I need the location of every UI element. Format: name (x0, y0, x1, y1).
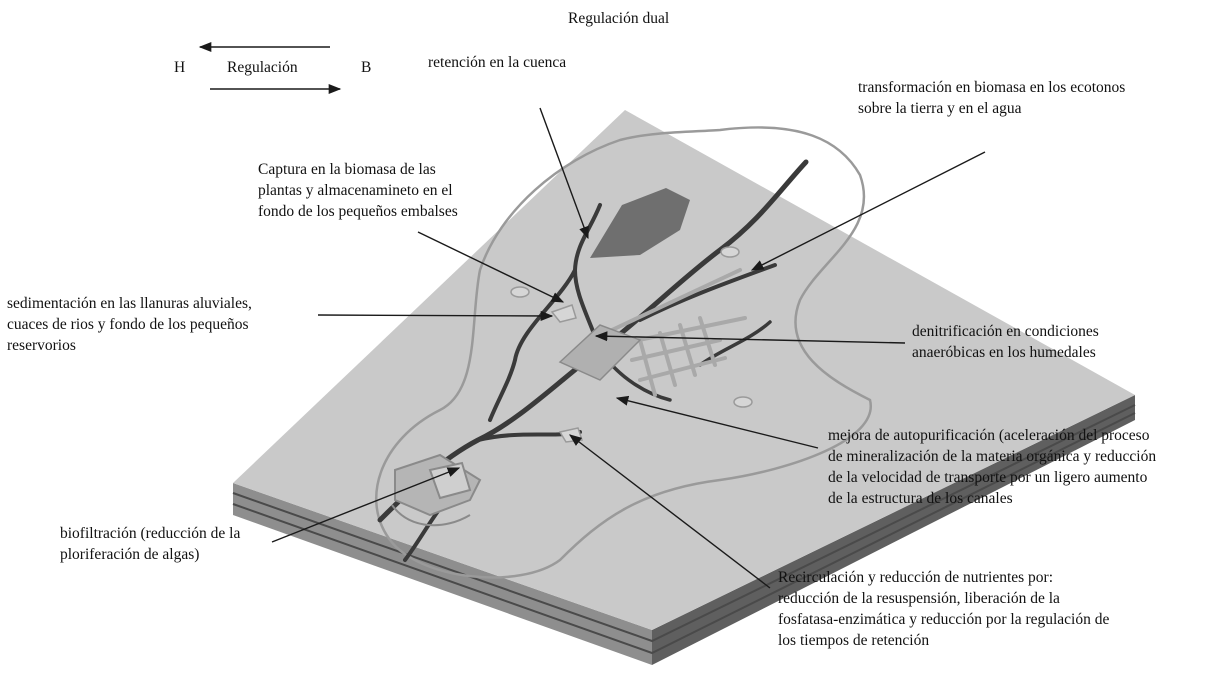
label-retencion: retención en la cuenca (428, 54, 567, 71)
river-branch (698, 320, 772, 367)
channel-line (610, 268, 742, 332)
label-denitrificacion: denitrificación en condiciones anaeróbic… (912, 323, 1099, 361)
slab-layer-line (232, 404, 1136, 643)
regulation-h-label: H (174, 59, 186, 76)
arrow-autopurificacion (615, 395, 819, 449)
arrow-recirculacion (568, 434, 771, 589)
slab-front-face (233, 483, 652, 665)
channel-line (630, 338, 722, 362)
channel-line (638, 356, 727, 382)
channel-line (658, 331, 677, 387)
channel-line (638, 338, 657, 397)
label-sedimentacion: sedimentación en las llanuras aluviales,… (7, 295, 252, 354)
slab-layer-line (232, 412, 1136, 655)
regulation-b-label: B (361, 59, 372, 76)
annotation-arrows (198, 41, 986, 589)
wetland-patch (558, 324, 642, 381)
pond (720, 246, 740, 258)
arrow-captura (417, 231, 565, 303)
arrow-transformacion (750, 151, 986, 271)
pond (550, 304, 577, 323)
diagram-title: Regulación dual (568, 10, 670, 27)
catchment-boundary (375, 126, 872, 579)
arrow-denitrificacion (594, 331, 906, 344)
label-biofiltracion: biofiltración (reducción de la plorifera… (60, 525, 241, 563)
reservoir-patch (590, 188, 690, 258)
arrow-biofiltracion (271, 467, 461, 543)
label-transformacion: transformación en biomasa en los ecotono… (858, 79, 1126, 117)
river-branch (638, 263, 777, 322)
label-captura: Captura en la biomasa de las plantas y a… (258, 161, 458, 220)
pond (733, 396, 753, 408)
biofilter-ring (391, 504, 471, 527)
slab-side-face (652, 395, 1135, 665)
arrow-sedimentacion (317, 310, 554, 321)
pond (510, 286, 530, 298)
label-recirculacion: Recirculación y reducción de nutrientes … (778, 569, 1110, 649)
river-network (377, 159, 809, 562)
regulation-label: Regulación (227, 59, 298, 76)
arrow-retencion (539, 107, 589, 240)
label-autopurificacion: mejora de autopurificación (aceleración … (828, 427, 1157, 507)
